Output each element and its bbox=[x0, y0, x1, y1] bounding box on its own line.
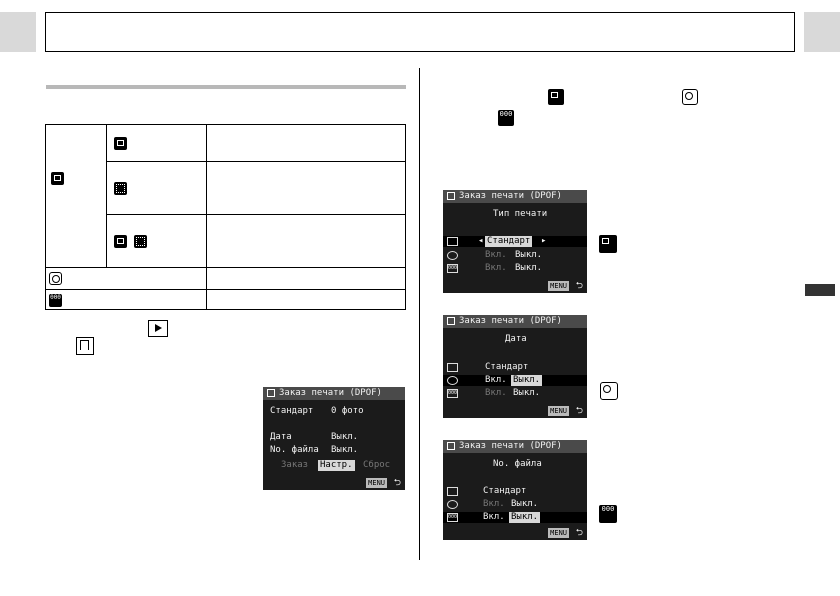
screen-heading: Дата bbox=[505, 334, 527, 344]
num-mini-icon: 000 bbox=[447, 513, 458, 522]
file-number-off[interactable]: Выкл. bbox=[515, 263, 543, 273]
date-mini-icon bbox=[447, 500, 458, 509]
playback-button-icon bbox=[148, 320, 168, 337]
print-settings-table: 000 bbox=[45, 124, 406, 310]
section-rule bbox=[46, 85, 406, 89]
order-button[interactable]: Заказ bbox=[281, 460, 309, 470]
file-number-value: Выкл. bbox=[331, 445, 359, 455]
date-value: Выкл. bbox=[331, 432, 359, 442]
date-side-icon bbox=[600, 382, 618, 400]
file-number-icon-inline: 000 bbox=[498, 110, 514, 126]
reset-button[interactable]: Сброс bbox=[363, 460, 391, 470]
date-on[interactable]: Вкл. bbox=[483, 499, 505, 509]
date-mini-icon bbox=[447, 376, 458, 385]
right-page-tab bbox=[804, 12, 840, 52]
file-number-off[interactable]: Выкл. bbox=[509, 512, 541, 523]
file-number-label: No. файла bbox=[270, 445, 319, 455]
screen-heading: Тип печати bbox=[493, 209, 548, 219]
return-icon: ⮌ bbox=[575, 528, 583, 538]
standard-value: 0 фото bbox=[331, 406, 364, 416]
lcd-title: Заказ печати (DPOF) bbox=[443, 315, 587, 328]
print-type-icon bbox=[51, 172, 64, 185]
date-off[interactable]: Выкл. bbox=[515, 250, 543, 260]
lcd-dpof-main: Заказ печати (DPOF) Стандарт 0 фото Дата… bbox=[263, 387, 405, 490]
date-on[interactable]: Вкл. bbox=[485, 250, 507, 260]
date-label: Дата bbox=[270, 432, 292, 442]
lcd-print-type: Заказ печати (DPOF) Тип печати ◂ Стандар… bbox=[443, 190, 587, 293]
lcd-title: Заказ печати (DPOF) bbox=[443, 440, 587, 453]
column-divider bbox=[419, 68, 420, 560]
lcd-date: Заказ печати (DPOF) Дата Стандарт Вкл. В… bbox=[443, 315, 587, 418]
print-type-value: Стандарт bbox=[483, 486, 527, 496]
menu-button[interactable]: MENU bbox=[548, 406, 569, 416]
menu-button[interactable]: MENU bbox=[548, 528, 569, 538]
date-off[interactable]: Выкл. bbox=[511, 499, 539, 509]
return-icon: ⮌ bbox=[393, 478, 401, 488]
both-index-icon bbox=[134, 235, 147, 248]
date-on[interactable]: Вкл. bbox=[485, 375, 507, 385]
standard-print-icon bbox=[114, 137, 127, 150]
index-print-icon bbox=[114, 182, 127, 195]
date-off[interactable]: Выкл. bbox=[511, 375, 543, 386]
print-type-value: Стандарт bbox=[485, 362, 529, 372]
print-type-mini-icon bbox=[447, 363, 458, 372]
lcd-title: Заказ печати (DPOF) bbox=[443, 190, 587, 203]
date-icon bbox=[49, 272, 62, 285]
print-type-mini-icon bbox=[447, 237, 458, 246]
file-number-on[interactable]: Вкл. bbox=[485, 388, 507, 398]
print-type-icon-inline bbox=[548, 89, 564, 105]
print-type-side-icon bbox=[599, 235, 617, 253]
file-number-off[interactable]: Выкл. bbox=[513, 388, 541, 398]
print-type-selected[interactable]: Стандарт bbox=[485, 236, 533, 247]
menu-button[interactable]: MENU bbox=[366, 478, 387, 488]
header-title-box bbox=[45, 12, 795, 52]
file-number-on[interactable]: Вкл. bbox=[483, 512, 505, 522]
date-icon-inline bbox=[682, 89, 698, 105]
print-share-button-icon bbox=[76, 337, 94, 355]
standard-label: Стандарт bbox=[270, 406, 314, 416]
screen-heading: No. файла bbox=[493, 459, 542, 469]
date-mini-icon bbox=[447, 251, 458, 260]
both-standard-icon bbox=[114, 235, 127, 248]
return-icon: ⮌ bbox=[575, 406, 583, 416]
left-page-tab bbox=[0, 12, 36, 52]
lcd-title: Заказ печати (DPOF) bbox=[263, 387, 405, 400]
file-number-on[interactable]: Вкл. bbox=[485, 263, 507, 273]
num-mini-icon: 000 bbox=[447, 389, 458, 398]
menu-button[interactable]: MENU bbox=[548, 281, 569, 291]
file-number-icon: 000 bbox=[49, 294, 62, 307]
file-number-side-icon: 000 bbox=[599, 505, 617, 523]
settings-button[interactable]: Настр. bbox=[318, 460, 355, 471]
return-icon: ⮌ bbox=[575, 281, 583, 291]
chapter-side-tab bbox=[805, 284, 835, 296]
lcd-file-number: Заказ печати (DPOF) No. файла Стандарт В… bbox=[443, 440, 587, 540]
num-mini-icon: 000 bbox=[447, 264, 458, 273]
print-type-mini-icon bbox=[447, 487, 458, 496]
